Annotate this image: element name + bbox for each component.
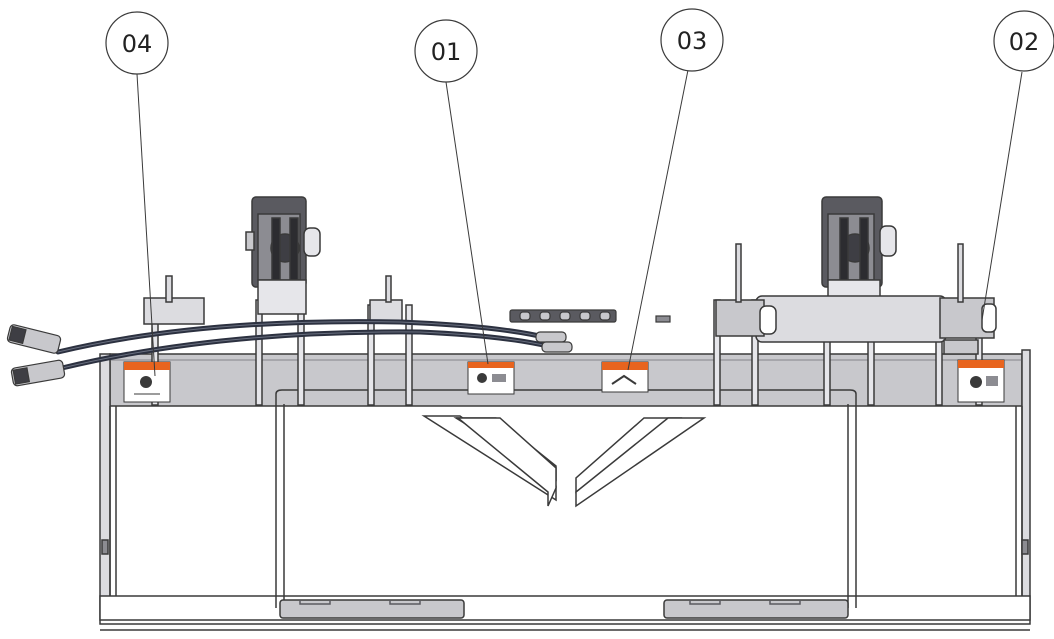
callout-03: 03 [660,8,724,72]
callout-04: 04 [105,11,169,75]
right-mount-assembly [715,196,997,355]
callout-label: 02 [1009,28,1040,56]
hydraulic-hoses [55,319,559,371]
decal-02 [957,359,1005,403]
fork-foot-left [279,599,465,619]
leader-04 [136,73,156,377]
fork-frame [275,389,857,619]
callout-label: 04 [122,30,153,58]
quick-coupler-upper [6,324,62,354]
leader-lines [136,69,1023,377]
decal-03 [601,361,649,393]
top-rail [109,353,1023,407]
left-mount-assembly [143,196,403,325]
leader-02 [981,71,1023,321]
bucket-body [99,349,1031,631]
hose-fittings [6,324,573,387]
left-side-plate [99,353,111,621]
right-side-plate [1021,349,1031,621]
callout-balloon [414,19,478,83]
callout-balloon [993,10,1054,72]
quick-coupler-lower [10,359,66,387]
callout-balloon [105,11,169,75]
leader-03 [627,69,689,371]
hydraulic-cylinder [755,295,947,343]
callout-02: 02 [993,10,1054,72]
center-clamp-bar [509,309,671,323]
callout-01: 01 [414,19,478,83]
callout-label: 01 [431,38,462,66]
chevron-braces [421,415,707,508]
callout-label: 03 [677,27,708,55]
fork-foot-right [663,599,849,619]
decal-01 [467,361,515,395]
decal-04 [123,361,171,403]
callout-balloon [660,8,724,72]
leader-01 [445,81,489,365]
